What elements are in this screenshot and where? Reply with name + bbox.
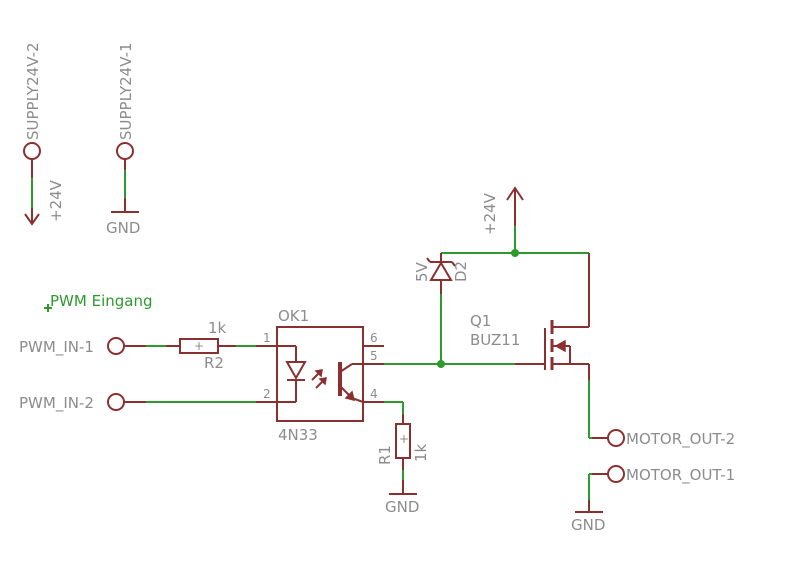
pwm-in-1-label: PWM_IN-1: [19, 338, 94, 357]
r1-value: 1k: [412, 443, 430, 462]
gnd-label-r1: GND: [385, 498, 419, 516]
pwm-in-2-connector: PWM_IN-2: [19, 393, 146, 413]
svg-text:+: +: [399, 432, 409, 446]
ok1-name: OK1: [278, 307, 309, 325]
svg-text:5: 5: [370, 349, 378, 363]
plus24v-right-label: +24V: [481, 192, 499, 235]
supply24v-2-label: SUPPLY24V-2: [24, 42, 42, 140]
d2-name: D2: [452, 261, 470, 282]
note-pwm-eingang: PWM Eingang: [50, 292, 152, 310]
mosfet-q1: Q1 BUZ11: [470, 312, 589, 370]
ok1-body: [276, 326, 364, 422]
supply24v-2-terminal: [23, 142, 41, 160]
motor-out-1-terminal: [607, 465, 625, 483]
supply24v-2-connector: SUPPLY24V-2 +24V: [23, 42, 65, 226]
q1-name: Q1: [470, 312, 491, 330]
supply24v-1-connector: SUPPLY24V-1 GND: [106, 42, 140, 237]
pwm-in-1-connector: PWM_IN-1: [19, 337, 146, 357]
zener-icon: [429, 261, 453, 281]
r2-name: R2: [204, 354, 224, 372]
svg-text:2: 2: [263, 387, 271, 401]
d2-value: 5V: [413, 261, 431, 282]
mosfet-arrow-icon: [554, 339, 566, 353]
motor-out-2-terminal: [607, 429, 625, 447]
supply-plus24v-right: +24V: [481, 186, 524, 235]
r2-value: 1k: [208, 319, 227, 337]
supply24v-1-terminal: [116, 142, 134, 160]
pwm-in-2-terminal: [107, 393, 125, 411]
svg-text:1: 1: [263, 331, 271, 345]
optocoupler-ok1: OK1 1 2 6 5 4 4N33: [256, 307, 384, 444]
zener-diode-d2: 5V D2: [413, 253, 470, 294]
r1-name: R1: [376, 445, 394, 465]
pwm-in-2-label: PWM_IN-2: [19, 394, 94, 413]
svg-text:+: +: [194, 339, 204, 353]
led-icon: [285, 361, 307, 381]
supply24v-1-label: SUPPLY24V-1: [117, 42, 135, 140]
plus24v-left-label: +24V: [47, 179, 65, 222]
pwm-in-1-terminal: [107, 337, 125, 355]
svg-text:4: 4: [370, 387, 378, 401]
supply-arrow-down-icon: [24, 213, 40, 226]
ok1-part: 4N33: [278, 426, 318, 444]
motor-out-1-label: MOTOR_OUT-1: [626, 466, 735, 485]
svg-text:6: 6: [370, 331, 378, 345]
motor-out-2-connector: MOTOR_OUT-2: [592, 429, 735, 449]
gnd-label-supply1: GND: [106, 219, 140, 237]
motor-out-1-connector: MOTOR_OUT-1: [592, 465, 735, 485]
q1-part: BUZ11: [470, 331, 520, 349]
gnd-label-motor: GND: [571, 516, 605, 534]
resistor-r2: + 1k R2: [166, 319, 236, 372]
resistor-r1: + R1 1k: [376, 414, 430, 470]
motor-out-2-label: MOTOR_OUT-2: [626, 430, 735, 449]
